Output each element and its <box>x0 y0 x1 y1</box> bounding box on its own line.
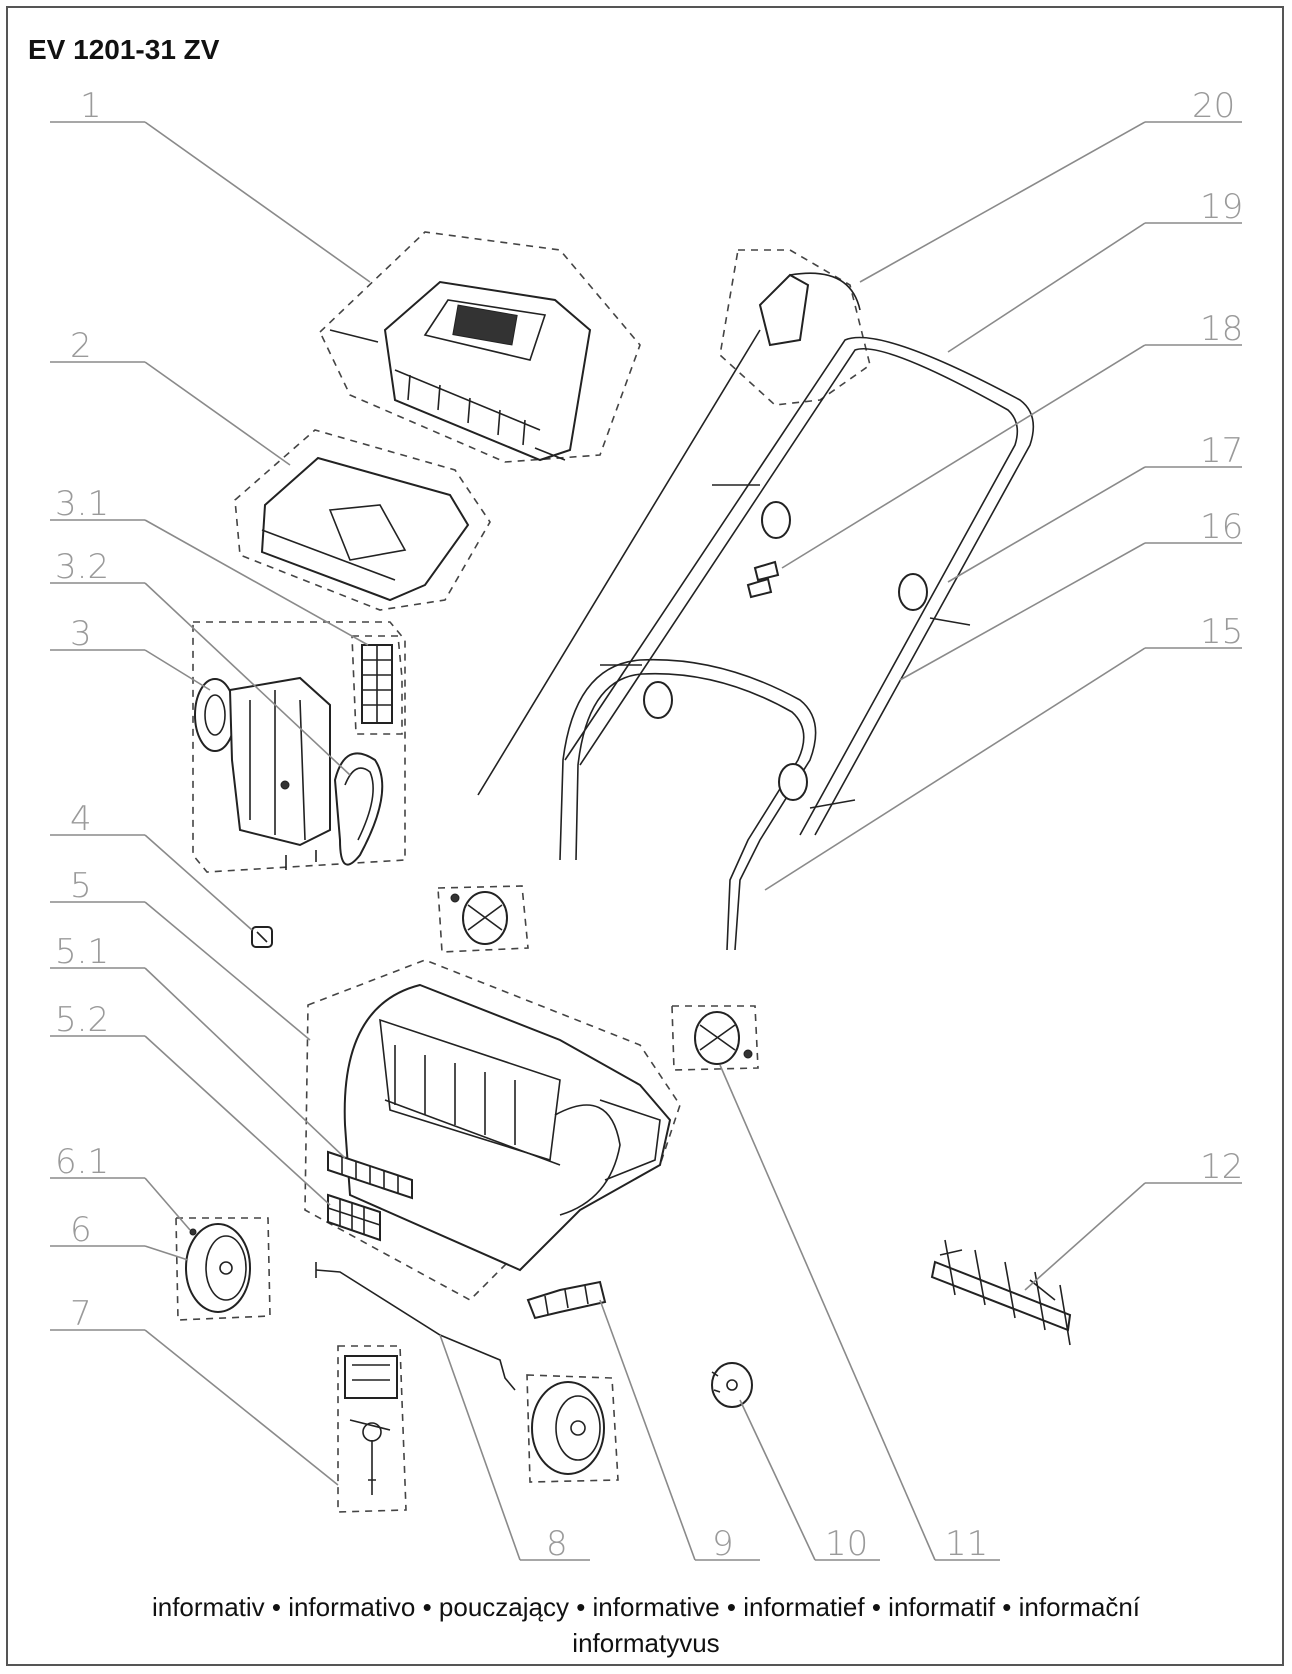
part-grill-52 <box>327 1193 381 1242</box>
part-motor <box>194 676 331 870</box>
callout-7: 7 <box>50 1294 339 1486</box>
part-handle-knob-upper <box>450 891 508 945</box>
callout-18: 18 <box>781 309 1243 569</box>
callout-6-1: 6.1 <box>50 1142 191 1231</box>
callout-16: 16 <box>899 507 1243 681</box>
part-hub-disc <box>711 1362 753 1408</box>
group-outline-cover <box>319 231 641 463</box>
callout-12: 12 <box>1024 1147 1243 1291</box>
part-tine-shaft <box>930 1239 1072 1346</box>
part-handle-clamps <box>600 484 971 809</box>
svg-text:8: 8 <box>546 1524 568 1564</box>
svg-text:2: 2 <box>70 326 92 366</box>
part-rear-wheel-right <box>531 1381 605 1475</box>
group-outline-switch <box>719 249 871 406</box>
part-handle-knob-lower <box>694 1011 753 1065</box>
svg-text:6: 6 <box>70 1210 92 1250</box>
footer-languages: informativ • informativo • pouczający • … <box>151 1592 1141 1622</box>
svg-text:3.2: 3.2 <box>55 547 109 587</box>
svg-text:4: 4 <box>70 799 92 839</box>
callout-3-1: 3.1 <box>50 484 369 646</box>
callout-8: 8 <box>439 1334 590 1564</box>
group-outline-motor <box>192 621 406 873</box>
callout-17: 17 <box>947 431 1243 583</box>
part-grill-51 <box>327 1150 413 1200</box>
svg-text:18: 18 <box>1200 309 1243 349</box>
svg-text:20: 20 <box>1192 86 1235 126</box>
footer-languages-2: informatyvus <box>572 1628 720 1658</box>
part-small-switch <box>251 926 273 948</box>
callout-11: 11 <box>719 1064 1000 1564</box>
callout-20: 20 <box>859 86 1242 283</box>
callout-3-2: 3.2 <box>50 547 351 776</box>
model-title: EV 1201-31 ZV <box>28 34 220 65</box>
group-outline-wheel-left <box>175 1217 271 1321</box>
callout-5: 5 <box>50 866 311 1041</box>
svg-text:19: 19 <box>1200 187 1243 227</box>
part-upper-handle <box>564 336 1035 836</box>
svg-text:10: 10 <box>825 1524 868 1564</box>
group-outline-height-adjuster <box>337 1345 407 1513</box>
group-outline-hub-lower <box>671 1005 759 1071</box>
callout-3: 3 <box>50 614 211 691</box>
svg-text:9: 9 <box>712 1524 734 1564</box>
part-carbon-brushes <box>361 644 393 724</box>
part-drive-belt <box>333 752 384 866</box>
callout-10: 10 <box>739 1399 880 1564</box>
svg-text:17: 17 <box>1200 431 1243 471</box>
svg-text:3.1: 3.1 <box>55 484 109 524</box>
callout-4: 4 <box>50 799 253 931</box>
callout-2: 2 <box>50 326 291 466</box>
svg-text:1: 1 <box>80 86 102 126</box>
svg-text:5: 5 <box>70 866 92 906</box>
callout-5-2: 5.2 <box>50 1000 331 1206</box>
callout-1: 1 <box>50 86 371 283</box>
part-axle <box>315 1262 516 1391</box>
group-outline-hub-upper <box>437 885 529 953</box>
group-outline-flap <box>234 429 491 611</box>
group-outline-wheel-right <box>526 1374 619 1483</box>
svg-text:16: 16 <box>1200 507 1243 547</box>
svg-text:5.2: 5.2 <box>55 1000 109 1040</box>
svg-text:3: 3 <box>70 614 92 654</box>
part-height-adjuster <box>344 1355 398 1495</box>
part-flap <box>260 456 470 602</box>
svg-text:6.1: 6.1 <box>55 1142 109 1182</box>
callout-9: 9 <box>599 1299 760 1564</box>
svg-text:11: 11 <box>945 1524 988 1564</box>
part-lower-handle <box>559 658 817 951</box>
callout-6: 6 <box>50 1210 189 1261</box>
part-top-cover <box>329 280 592 462</box>
part-switch-box <box>477 272 861 796</box>
part-main-housing <box>343 983 672 1272</box>
callout-5-1: 5.1 <box>50 932 346 1159</box>
part-cable-clips <box>746 560 780 599</box>
svg-text:15: 15 <box>1200 612 1243 652</box>
part-cable-strain-relief <box>526 1280 607 1320</box>
part-rear-wheel-left <box>185 1223 251 1313</box>
svg-text:7: 7 <box>70 1294 92 1334</box>
svg-text:12: 12 <box>1200 1147 1243 1187</box>
drawing-frame <box>6 6 1284 1666</box>
callout-15: 15 <box>764 612 1243 891</box>
svg-text:5.1: 5.1 <box>55 932 109 972</box>
callout-19: 19 <box>947 187 1243 353</box>
